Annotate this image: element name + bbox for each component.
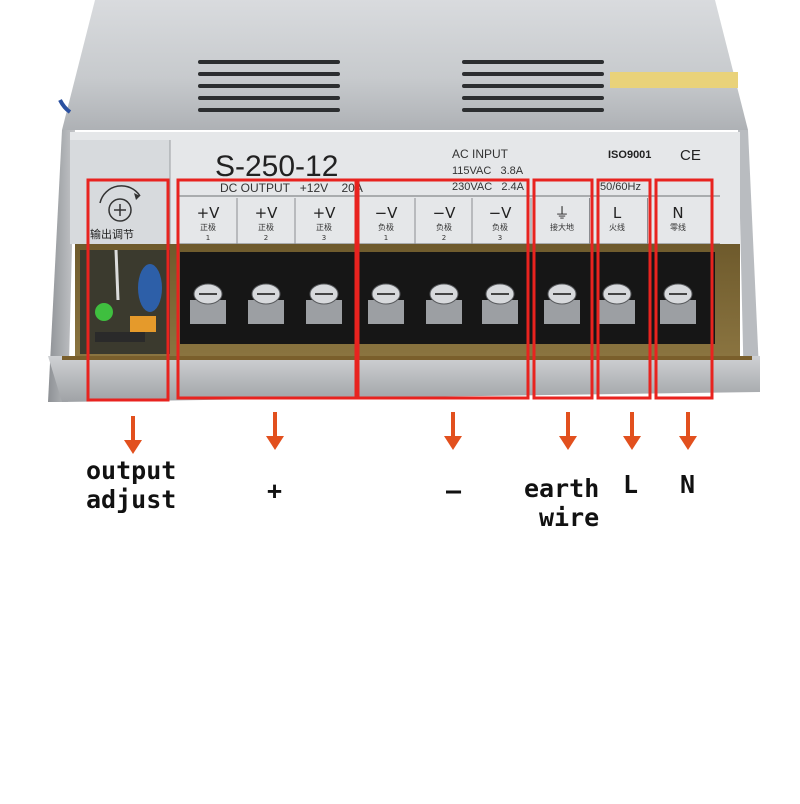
terminal-symbol: +V bbox=[313, 204, 337, 222]
terminal-chinese-label: 负极 bbox=[492, 222, 508, 232]
label-negative: — bbox=[446, 476, 462, 505]
ac-input-line1: 115VAC 3.8A bbox=[452, 165, 524, 177]
arrow-down-icon bbox=[124, 416, 142, 456]
terminal-screw bbox=[368, 283, 404, 324]
terminal-symbol: −V bbox=[489, 204, 513, 222]
highlight-live bbox=[596, 178, 652, 400]
terminal-number: 2 bbox=[442, 234, 446, 242]
ac-input-frequency: 50/60Hz bbox=[600, 181, 641, 193]
terminal-chinese-label: 正极 bbox=[200, 222, 216, 232]
label-output-adjust-line1: output bbox=[86, 456, 177, 485]
highlight-neutral bbox=[654, 178, 714, 400]
terminal-symbol: −V bbox=[375, 204, 399, 222]
highlight-earth bbox=[532, 178, 594, 400]
arrow-down-icon bbox=[559, 412, 577, 452]
terminal-symbol: N bbox=[672, 204, 683, 222]
arrow-down-icon bbox=[266, 412, 284, 452]
arrow-down-icon bbox=[444, 412, 462, 452]
highlight-output-adjust bbox=[86, 178, 170, 402]
label-output-adjust-line2: adjust bbox=[86, 485, 177, 514]
terminal-number: 1 bbox=[206, 234, 210, 242]
housing-base bbox=[48, 356, 760, 402]
terminal-number: 2 bbox=[264, 234, 268, 242]
adjust-chinese-label: 输出调节 bbox=[90, 227, 134, 241]
housing-left-side bbox=[48, 130, 75, 402]
terminal-number: 1 bbox=[384, 234, 388, 242]
terminal-chinese-label: 正极 bbox=[258, 222, 274, 232]
dc-output-spec: DC OUTPUT +12V 20A bbox=[220, 181, 363, 195]
terminal-number: 3 bbox=[498, 234, 502, 242]
model-number: S-250-12 bbox=[215, 150, 338, 183]
highlight-positive bbox=[176, 178, 358, 400]
warranty-sticker bbox=[610, 72, 738, 88]
arrow-down-icon bbox=[679, 412, 697, 452]
terminal-screw bbox=[599, 283, 635, 324]
label-earth-wire-line2: wire bbox=[539, 503, 600, 532]
highlight-negative bbox=[356, 178, 530, 400]
vent-slots bbox=[198, 60, 604, 112]
label-panel bbox=[70, 132, 740, 244]
terminal-screw bbox=[544, 283, 580, 324]
terminal-screw bbox=[306, 283, 342, 324]
terminal-chinese-label: 火线 bbox=[609, 222, 625, 232]
adjust-knob-icon bbox=[99, 185, 141, 222]
label-positive: + bbox=[267, 476, 283, 505]
adjust-potentiometer-area bbox=[80, 249, 170, 354]
terminal-symbol: +V bbox=[197, 204, 221, 222]
terminal-chinese-label: 负极 bbox=[436, 222, 452, 232]
iso-cert: ISO9001 bbox=[608, 149, 651, 161]
terminal-screw bbox=[426, 283, 462, 324]
ac-input-title: AC INPUT bbox=[452, 147, 509, 161]
label-live: L bbox=[623, 470, 639, 499]
ac-input-line2: 230VAC 2.4A bbox=[452, 181, 525, 193]
terminal-chinese-label: 正极 bbox=[316, 222, 332, 232]
terminal-screws bbox=[190, 283, 696, 324]
label-neutral: N bbox=[680, 470, 696, 499]
terminal-chinese-label: 接大地 bbox=[550, 222, 574, 232]
terminal-number: 3 bbox=[322, 234, 326, 242]
arrow-down-icon bbox=[623, 412, 641, 452]
terminal-symbol: +V bbox=[255, 204, 279, 222]
wire bbox=[58, 99, 72, 114]
label-earth-wire-line1: earth bbox=[524, 474, 600, 503]
terminal-chinese-label: 零线 bbox=[670, 222, 686, 232]
housing-top bbox=[62, 0, 748, 130]
terminal-screw bbox=[660, 283, 696, 324]
highlight-boxes bbox=[86, 178, 714, 402]
terminal-screw bbox=[190, 283, 226, 324]
terminal-symbol: −V bbox=[433, 204, 457, 222]
housing-right-side bbox=[738, 130, 760, 392]
ce-mark: CE bbox=[680, 147, 701, 164]
terminal-screw bbox=[482, 283, 518, 324]
terminal-screw bbox=[248, 283, 284, 324]
terminal-chinese-label: 负极 bbox=[378, 222, 394, 232]
terminal-symbol: ⏚ bbox=[554, 204, 569, 222]
terminal-symbol: L bbox=[613, 204, 622, 222]
